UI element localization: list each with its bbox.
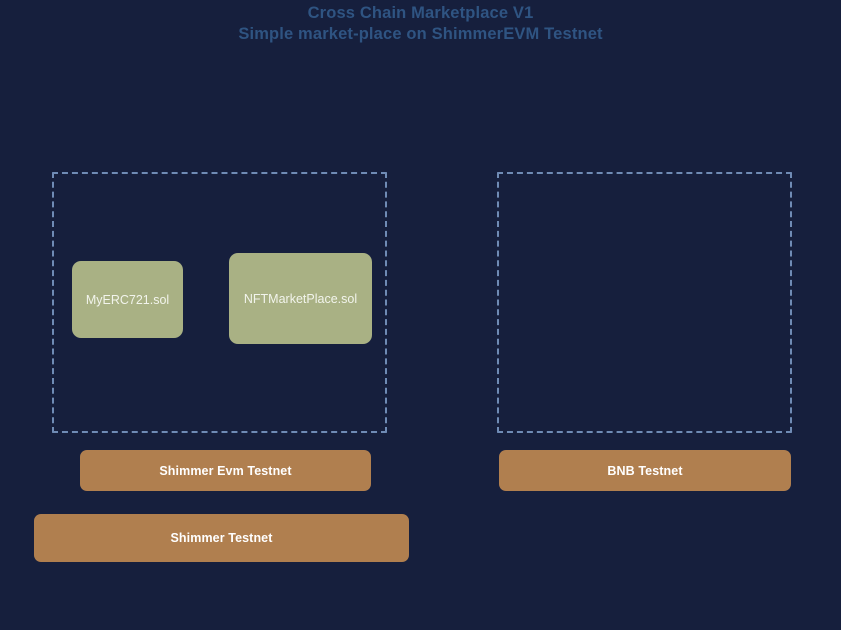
group-shimmer-evm — [52, 172, 387, 433]
page-title: Cross Chain Marketplace V1 Simple market… — [0, 0, 841, 45]
network-button-bnb-testnet[interactable]: BNB Testnet — [499, 450, 791, 491]
network-button-shimmer-testnet[interactable]: Shimmer Testnet — [34, 514, 409, 562]
node-nftmarketplace[interactable]: NFTMarketPlace.sol — [229, 253, 372, 344]
title-subtitle: Simple market-place on ShimmerEVM Testne… — [238, 25, 603, 43]
node-myerc721[interactable]: MyERC721.sol — [72, 261, 183, 338]
group-bnb — [497, 172, 792, 433]
title-main: Cross Chain Marketplace V1 — [307, 4, 534, 22]
network-button-shimmer-evm-testnet[interactable]: Shimmer Evm Testnet — [80, 450, 371, 491]
